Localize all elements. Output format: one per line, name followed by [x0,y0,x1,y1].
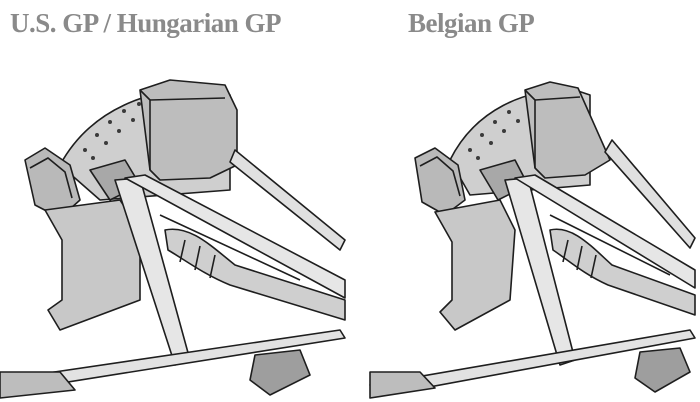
mounting-plate [44,199,141,331]
drive-shaft [549,228,696,316]
panel-title: U.S. GP / Hungarian GP [10,8,282,38]
lower-joint [249,349,311,396]
brake-duct [139,79,238,181]
brake-caliper [414,147,466,216]
lower-joint [634,347,691,393]
drive-shaft [164,228,346,321]
suspension-render-us-hungarian [0,79,346,399]
panel-title: Belgian GP [408,8,535,38]
disc-drill-holes [468,110,520,160]
wishbone-arm-upper [514,174,696,289]
track-rod [229,149,346,251]
panel-us-hungarian: U.S. GP / Hungarian GP [0,8,346,399]
brake-caliper [24,147,81,219]
suspension-render-belgian [369,81,696,399]
wishbone-arm-upper [124,174,346,299]
panel-belgian: Belgian GP [350,0,700,402]
disc-drill-holes [83,102,141,160]
brake-duct [524,81,611,179]
track-rod [604,139,696,249]
mounting-plate [434,199,516,331]
